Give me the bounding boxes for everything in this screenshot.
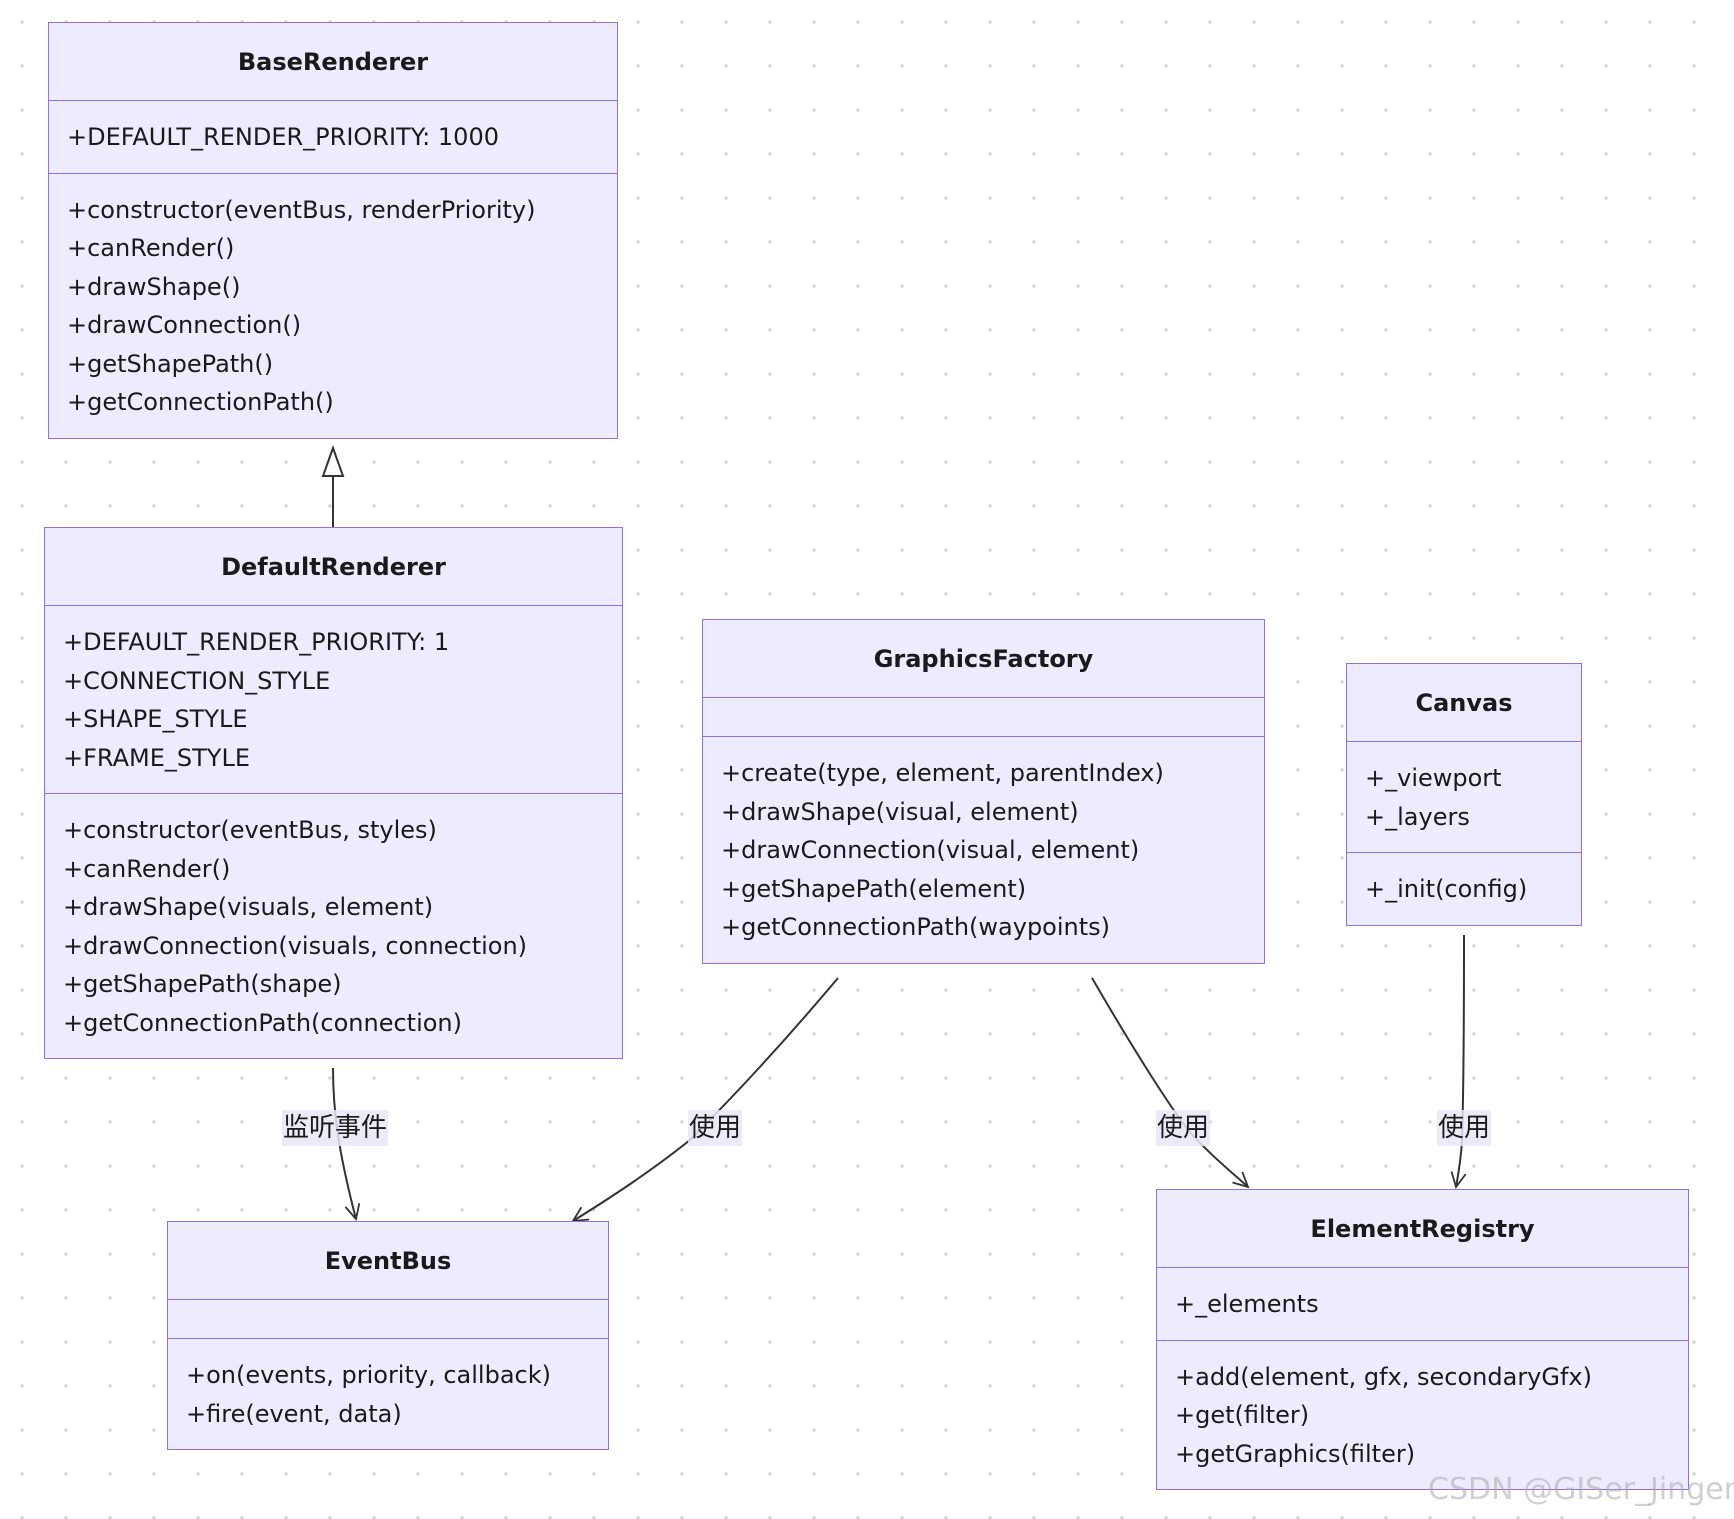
attribute: +FRAME_STYLE [63,743,250,772]
relation-label-uses: 使用 [1437,1110,1492,1146]
method: +fire(event, data) [186,1399,402,1428]
method: +get(filter) [1175,1401,1310,1429]
method: +_init(config) [1365,875,1528,903]
class-name: EventBus [168,1222,608,1300]
method: +getGraphics(filter) [1175,1439,1416,1468]
method: +add(element, gfx, secondaryGfx) [1175,1362,1592,1391]
attributes-section: +DEFAULT_RENDER_PRIORITY: 1 +CONNECTION_… [45,606,622,794]
methods-section: +constructor(eventBus, styles) +canRende… [45,794,622,1058]
method: +getShapePath() [67,349,274,378]
method: +drawConnection() [67,311,302,339]
relation-label-uses: 使用 [1156,1110,1211,1146]
method: +drawConnection(visual, element) [721,836,1140,864]
class-name: Canvas [1347,664,1581,742]
method: +on(events, priority, callback) [186,1361,551,1389]
attribute: +CONNECTION_STYLE [63,666,331,695]
inheritance-link [321,445,345,527]
methods-section: +create(type, element, parentIndex) +dra… [703,737,1264,963]
method: +getShapePath(shape) [63,970,342,998]
methods-section: +_init(config) [1347,853,1581,925]
relation-label-uses: 使用 [688,1110,743,1146]
attribute: +_elements [1175,1290,1319,1318]
class-graphics-factory[interactable]: GraphicsFactory +create(type, element, p… [702,619,1265,964]
method: +create(type, element, parentIndex) [721,759,1164,787]
class-name: DefaultRenderer [45,528,622,606]
watermark: CSDN @GISer_Jinger [1428,1472,1734,1507]
attribute: +_viewport [1365,764,1502,792]
attribute: +_layers [1365,802,1470,831]
method: +drawShape(visual, element) [721,797,1079,826]
method: +getConnectionPath(connection) [63,1008,462,1037]
method: +canRender() [63,854,231,883]
attributes-section [703,698,1264,737]
class-canvas[interactable]: Canvas +_viewport +_layers +_init(config… [1346,663,1582,926]
class-name: GraphicsFactory [703,620,1264,698]
method: +drawConnection(visuals, connection) [63,931,528,960]
methods-section: +on(events, priority, callback) +fire(ev… [168,1339,608,1449]
class-event-bus[interactable]: EventBus +on(events, priority, callback)… [167,1221,609,1450]
class-name: BaseRenderer [49,23,617,101]
method: +drawShape(visuals, element) [63,893,434,921]
attribute: +DEFAULT_RENDER_PRIORITY: 1 [63,628,450,656]
attributes-section: +DEFAULT_RENDER_PRIORITY: 1000 [49,101,617,174]
methods-section: +add(element, gfx, secondaryGfx) +get(fi… [1157,1341,1688,1490]
class-default-renderer[interactable]: DefaultRenderer +DEFAULT_RENDER_PRIORITY… [44,527,623,1059]
class-base-renderer[interactable]: BaseRenderer +DEFAULT_RENDER_PRIORITY: 1… [48,22,618,439]
method: +constructor(eventBus, renderPriority) [67,195,536,224]
method: +canRender() [67,234,235,262]
method: +getShapePath(element) [721,874,1027,903]
attribute: +SHAPE_STYLE [63,705,248,733]
method: +constructor(eventBus, styles) [63,816,437,844]
attribute: +DEFAULT_RENDER_PRIORITY: 1000 [67,123,499,151]
method: +getConnectionPath() [67,388,334,416]
relation-label-listen-events: 监听事件 [282,1110,389,1146]
class-element-registry[interactable]: ElementRegistry +_elements +add(element,… [1156,1189,1689,1490]
methods-section: +constructor(eventBus, renderPriority) +… [49,174,617,438]
link-factory-to-registry [1091,977,1248,1187]
class-name: ElementRegistry [1157,1190,1688,1268]
method: +getConnectionPath(waypoints) [721,913,1111,941]
link-canvas-to-registry [1456,934,1464,1187]
attributes-section: +_viewport +_layers [1347,742,1581,853]
attributes-section: +_elements [1157,1268,1688,1341]
attributes-section [168,1300,608,1339]
method: +drawShape() [67,272,241,301]
